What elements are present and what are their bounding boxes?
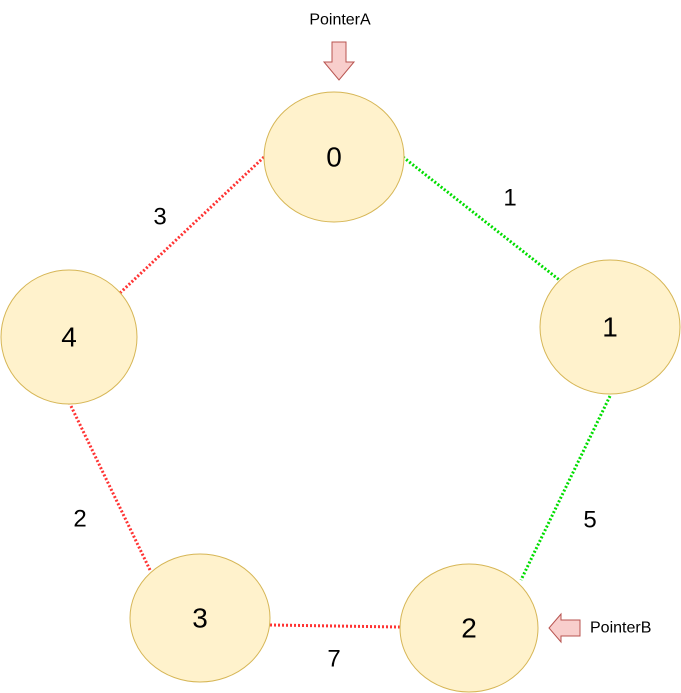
edge-1-2 — [519, 395, 612, 581]
edge-4-0 — [118, 155, 266, 295]
node-3: 3 — [129, 553, 271, 683]
node-label-2: 2 — [461, 613, 477, 644]
node-2: 2 — [399, 563, 539, 693]
edge-0-1 — [402, 155, 563, 284]
node-label-1: 1 — [602, 312, 618, 343]
edge-2-3 — [269, 623, 401, 629]
edge-weight-1-2: 5 — [583, 507, 596, 534]
pointer-b-label: PointerB — [590, 620, 651, 637]
edge-weight-0-1: 1 — [503, 185, 516, 212]
pointer-a-arrow-icon — [322, 41, 356, 81]
pointer-b-arrow-icon — [548, 612, 581, 644]
node-label-4: 4 — [61, 322, 77, 353]
node-1: 1 — [539, 259, 681, 395]
edge-weight-3-4: 2 — [73, 506, 86, 533]
node-label-0: 0 — [326, 142, 342, 173]
pointer-a-label: PointerA — [309, 12, 371, 29]
node-4: 4 — [0, 269, 138, 405]
node-label-3: 3 — [192, 603, 208, 634]
edge-weight-4-0: 3 — [153, 204, 166, 231]
edge-3-4 — [68, 403, 152, 571]
node-0: 0 — [263, 91, 405, 223]
edge-weight-2-3: 7 — [327, 646, 340, 673]
